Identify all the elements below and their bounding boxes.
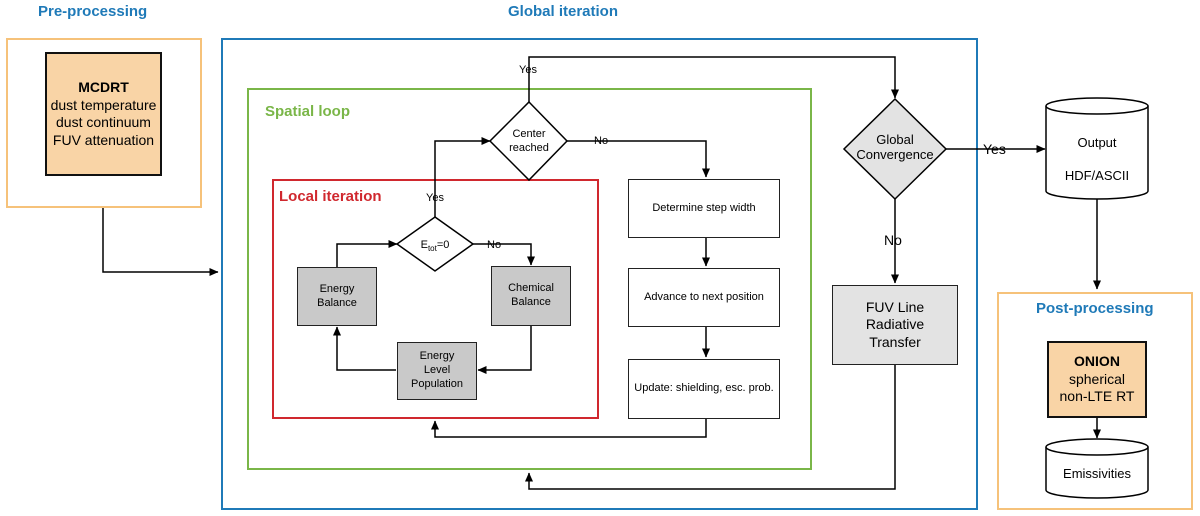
energy-balance-box: Energy Balance bbox=[297, 267, 377, 326]
global-yes-label: Yes bbox=[983, 141, 1006, 157]
level-population-label: Population bbox=[411, 377, 463, 390]
etot-label: Etot=0 bbox=[421, 239, 450, 253]
advance-position-label: Advance to next position bbox=[644, 290, 764, 303]
mcdrt-box: MCDRT dust temperature dust continuum FU… bbox=[45, 52, 162, 176]
mcdrt-item: dust continuum bbox=[56, 114, 151, 130]
center-reached-label: Center bbox=[512, 128, 545, 140]
post-processing-title: Post-processing bbox=[1036, 300, 1154, 317]
mcdrt-item: dust temperature bbox=[50, 96, 157, 113]
mcdrt-item: FUV attenuation bbox=[52, 131, 155, 148]
etot-yes-label: Yes bbox=[426, 192, 444, 204]
output-label: Output bbox=[1077, 135, 1116, 150]
energy-balance-label: Balance bbox=[317, 296, 357, 309]
step-width-label: Determine step width bbox=[652, 201, 756, 214]
global-convergence-decision bbox=[842, 97, 948, 201]
advance-position-box: Advance to next position bbox=[628, 268, 780, 327]
level-population-label: Level bbox=[423, 364, 451, 377]
output-format-label: HDF/ASCII bbox=[1065, 168, 1129, 183]
post-processing-frame bbox=[997, 292, 1193, 510]
onion-box: ONION spherical non-LTE RT bbox=[1047, 341, 1147, 418]
chemical-balance-label: Balance bbox=[511, 296, 551, 308]
global-convergence-label: Convergence bbox=[856, 147, 933, 162]
center-reached-label: reached bbox=[509, 142, 549, 154]
level-population-box: Energy Level Population bbox=[397, 342, 477, 400]
global-no-label: No bbox=[884, 232, 902, 248]
onion-item: non-LTE RT bbox=[1059, 388, 1135, 405]
spatial-loop-label: Spatial loop bbox=[265, 103, 351, 120]
fuv-label: FUV Line bbox=[865, 298, 925, 315]
center-reached-decision bbox=[488, 100, 569, 182]
update-label: Update: shielding, esc. prob. bbox=[634, 382, 774, 395]
chemical-balance-box: Chemical Balance bbox=[491, 266, 571, 326]
fuv-line-rt-box: FUV Line Radiative Transfer bbox=[832, 285, 958, 365]
center-yes-label: Yes bbox=[519, 64, 537, 76]
update-box: Update: shielding, esc. prob. bbox=[628, 359, 780, 419]
etot-no-label: No bbox=[487, 239, 501, 251]
fuv-label: Radiative bbox=[865, 316, 925, 333]
center-no-label: No bbox=[594, 135, 608, 147]
global-iteration-frame bbox=[221, 38, 978, 510]
global-convergence-label: Global bbox=[876, 132, 914, 147]
step-width-box: Determine step width bbox=[628, 179, 780, 238]
local-iteration-label: Local iteration bbox=[279, 188, 382, 205]
pre-processing-frame bbox=[6, 38, 202, 208]
global-iteration-title: Global iteration bbox=[508, 3, 619, 20]
fuv-label: Transfer bbox=[869, 333, 921, 350]
emissivities-label: Emissivities bbox=[1063, 466, 1131, 481]
emissivities-cylinder bbox=[1045, 438, 1149, 499]
energy-balance-label: Energy bbox=[319, 282, 355, 295]
onion-title: ONION bbox=[1074, 353, 1120, 370]
pre-processing-title: Pre-processing bbox=[38, 3, 148, 20]
output-cylinder bbox=[1045, 97, 1149, 200]
energy-convergence-decision bbox=[395, 216, 475, 272]
mcdrt-title: MCDRT bbox=[78, 79, 129, 95]
chemical-balance-label: Chemical bbox=[508, 282, 554, 295]
onion-item: spherical bbox=[1068, 370, 1126, 387]
level-population-label: Energy bbox=[419, 350, 455, 363]
